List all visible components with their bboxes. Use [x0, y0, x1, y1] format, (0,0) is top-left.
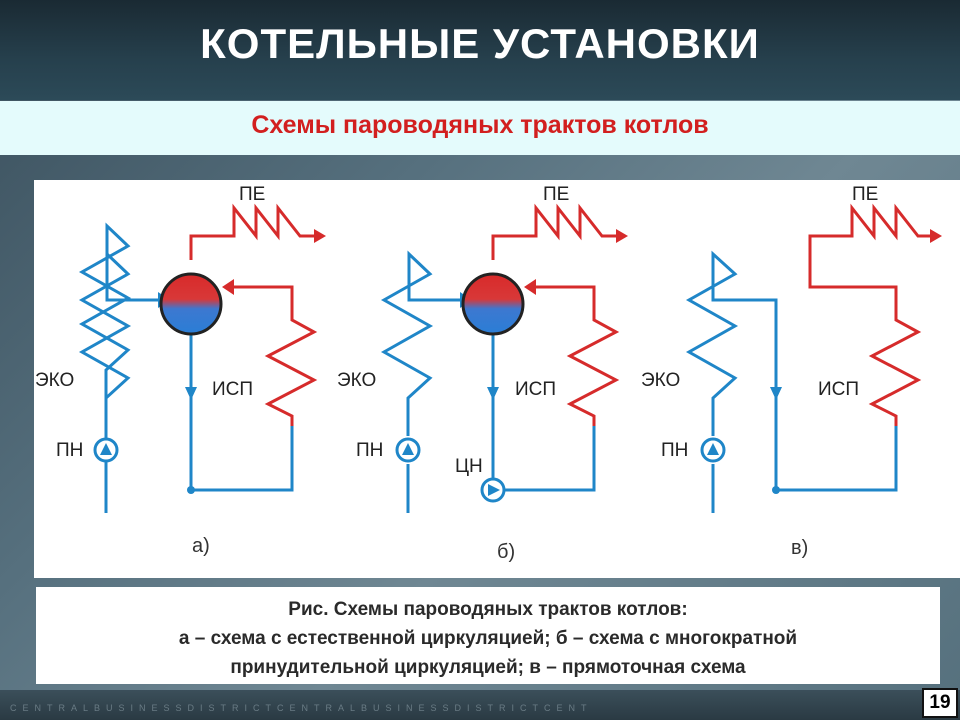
- scheme-c-feed-pump-icon: [707, 443, 719, 455]
- scheme-b-label-pn: ПН: [356, 440, 383, 461]
- scheme-c: ПЕ ЭКО ИСП ПН в): [641, 184, 942, 559]
- scheme-b-label-eko: ЭКО: [337, 370, 376, 391]
- scheme-b-evaporator: [534, 285, 620, 426]
- scheme-b-superheater: [491, 203, 618, 260]
- scheme-a-caption: а): [192, 535, 210, 557]
- scheme-a-eco-inlet: [78, 250, 158, 513]
- slide-title: КОТЕЛЬНЫЕ УСТАНОВКИ: [200, 20, 760, 67]
- scheme-a-down-arrow: [185, 387, 197, 400]
- scheme-a-label-eko: ЭКО: [35, 370, 74, 391]
- scheme-b-down-arrow: [487, 387, 499, 400]
- scheme-b-label-isp: ИСП: [515, 379, 556, 400]
- scheme-a-label-pe: ПЕ: [239, 184, 265, 205]
- scheme-a: ПЕ ЭКО ИСП ПН а): [35, 184, 326, 557]
- scheme-b: ПЕ ЭКО ИСП ПН ЦН б): [337, 184, 628, 563]
- page-number: 19: [922, 688, 958, 718]
- scheme-a-evaporator: [232, 285, 318, 426]
- scheme-c-evaporator: [808, 203, 932, 426]
- scheme-a-downcomer: [189, 320, 294, 492]
- caption-line-1: Рис. Схемы пароводяных трактов котлов:: [288, 599, 688, 620]
- scheme-b-steam-out-arrow: [616, 229, 628, 243]
- caption-line-3: принудительной циркуляцией; в – прямоточ…: [230, 657, 746, 678]
- scheme-b-label-pe: ПЕ: [543, 184, 569, 205]
- subtitle-band: [0, 101, 960, 155]
- scheme-c-label-pn: ПН: [661, 440, 688, 461]
- scheme-a-label-isp: ИСП: [212, 379, 253, 400]
- scheme-a-steam-out-arrow: [314, 229, 326, 243]
- scheme-c-feedwater-line: [685, 250, 898, 513]
- scheme-c-steam-out-arrow: [930, 229, 942, 243]
- scheme-c-label-eko: ЭКО: [641, 370, 680, 391]
- boiler-schemes-figure: ПЕ ЭКО ИСП ПН а) ПЕ ЭКО ИСП ПН ЦН: [34, 180, 960, 578]
- scheme-b-feed-pump-icon: [402, 443, 414, 455]
- scheme-c-junction: [772, 486, 780, 494]
- scheme-b-drum: [461, 272, 525, 336]
- footer-watermark: CENTRALBUSINESSDISTRICTCENTRALBUSINESSDI…: [10, 703, 593, 713]
- scheme-a-feed-pump-icon: [100, 443, 112, 455]
- scheme-b-circulation-pump-icon: [488, 484, 500, 496]
- scheme-a-junction: [187, 486, 195, 494]
- scheme-c-label-pe: ПЕ: [852, 184, 878, 205]
- scheme-a-superheater: [189, 203, 316, 260]
- scheme-b-riser-arrow: [524, 279, 536, 295]
- scheme-c-label-isp: ИСП: [818, 379, 859, 400]
- scheme-a-riser-arrow: [222, 279, 234, 295]
- scheme-a-label-pn: ПН: [56, 440, 83, 461]
- scheme-c-caption: в): [791, 537, 808, 559]
- footer-strip: [0, 690, 960, 720]
- boiler-schemes-diagram: ПЕ ЭКО ИСП ПН а) ПЕ ЭКО ИСП ПН ЦН: [35, 184, 942, 563]
- scheme-c-down-arrow: [770, 387, 782, 400]
- scheme-b-downcomer: [491, 320, 596, 492]
- scheme-b-label-cn: ЦН: [455, 456, 483, 477]
- caption-line-2: а – схема с естественной циркуляцией; б …: [178, 628, 798, 649]
- scheme-b-eco-inlet: [380, 250, 460, 513]
- title-bar: [0, 0, 960, 100]
- scheme-a-drum: [159, 272, 223, 336]
- scheme-b-caption: б): [497, 541, 515, 563]
- figure-caption: Рис. Схемы пароводяных трактов котлов: а…: [36, 587, 940, 684]
- slide-subtitle: Схемы пароводяных трактов котлов: [251, 111, 709, 139]
